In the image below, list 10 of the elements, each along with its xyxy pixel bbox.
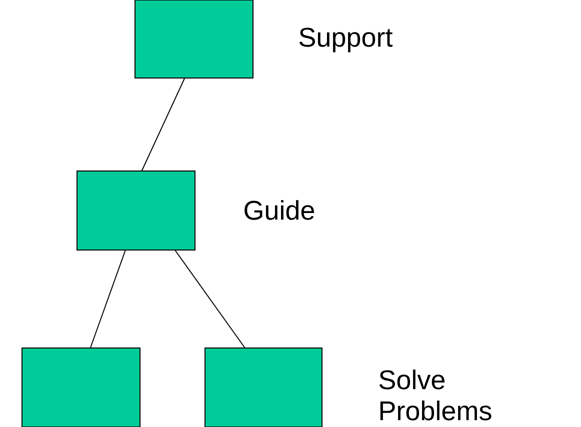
box: [204, 347, 322, 427]
box: [22, 347, 140, 427]
connector-line: [90, 250, 126, 348]
box: [76, 170, 196, 250]
node-label: Support: [299, 28, 393, 52]
box: [134, 0, 254, 78]
connector-line: [174, 250, 246, 348]
connector-line: [141, 78, 185, 171]
node-label: Solve Problems: [379, 370, 492, 420]
node-label: Guide: [244, 200, 314, 220]
